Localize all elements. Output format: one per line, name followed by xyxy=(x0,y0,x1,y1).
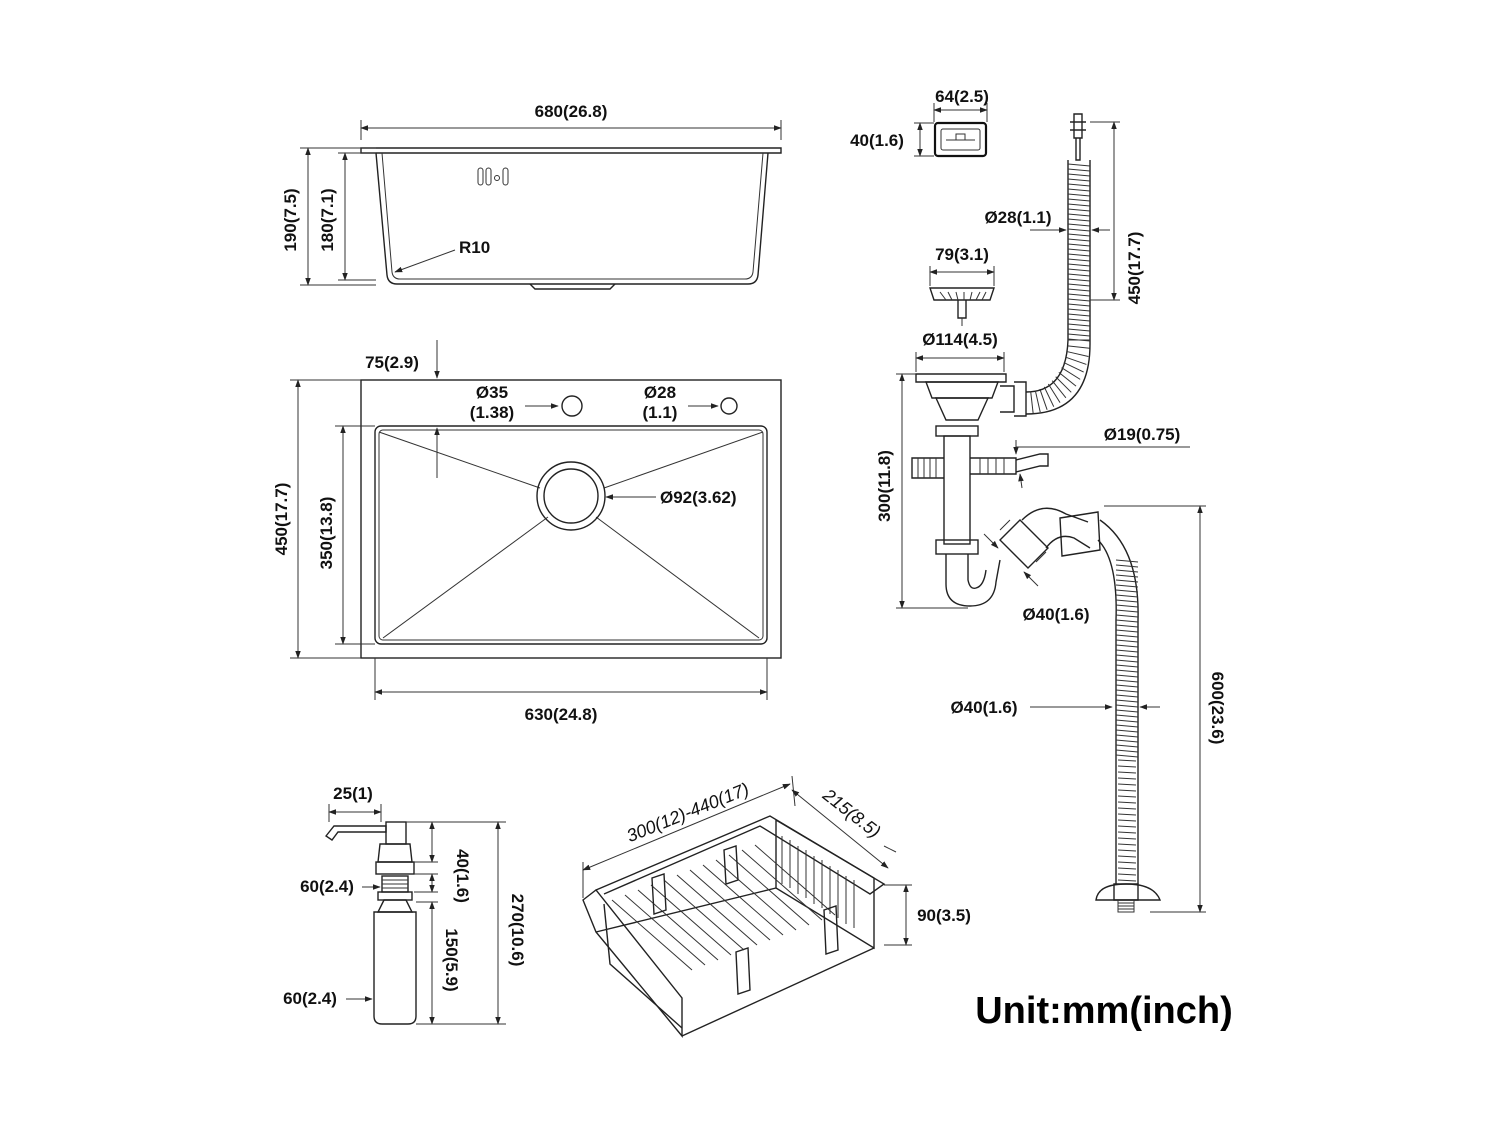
head-height-label: 40(1.6) xyxy=(453,849,472,903)
strainer-dia-label: 79(3.1) xyxy=(935,245,989,264)
side-height-outer-label: 190(7.5) xyxy=(281,188,300,251)
overflow-hose-len-label: 450(17.7) xyxy=(1125,232,1144,305)
depth-inner-label: 350(13.8) xyxy=(317,497,336,570)
trap-dia-label: Ø40(1.6) xyxy=(1022,605,1089,624)
depth-outer-label: 450(17.7) xyxy=(272,483,291,556)
total-height-label: 270(10.6) xyxy=(508,894,527,967)
sink-top-view: Ø35 (1.38) Ø28 (1.1) 75(2.9) Ø92(3.62) 4… xyxy=(272,340,782,724)
cap-height-label: 40(1.6) xyxy=(850,131,904,150)
overflow-hose-dia-label: Ø28(1.1) xyxy=(984,208,1051,227)
side-width-label: 680(26.8) xyxy=(535,102,608,121)
drain-basket: 300(12)-440(17) 215(8.5) 90(3.5) xyxy=(582,775,971,1038)
offset-label: 75(2.9) xyxy=(365,353,419,372)
flange-dia-label: Ø114(4.5) xyxy=(922,330,998,349)
drain-dia-label: Ø92(3.62) xyxy=(660,488,737,507)
drain-assembly: 450(17.7) Ø28(1.1) 79(3.1) Ø114(4.5) xyxy=(875,113,1227,913)
radius-label: R10 xyxy=(459,238,490,257)
hole2-inch-label: (1.1) xyxy=(643,403,678,422)
trap-height-label: 300(11.8) xyxy=(875,450,894,522)
main-drain-hose xyxy=(1097,519,1139,884)
bowl-width-label: 630(24.8) xyxy=(525,705,598,724)
hole1-inch-label: (1.38) xyxy=(470,403,514,422)
cap-width-label: 64(2.5) xyxy=(935,87,989,106)
collar-dia-label: 60(2.4) xyxy=(300,877,354,896)
soap-dispenser: 25(1) 40(1.6) 60(2.4) 150(5.9) 60(2.4) xyxy=(283,784,527,1025)
hole1-dia-label: Ø35 xyxy=(476,383,508,402)
unit-label: Unit:mm(inch) xyxy=(975,990,1233,1032)
overflow-hose xyxy=(1025,160,1091,415)
side-height-inner-label: 180(7.1) xyxy=(318,188,337,251)
bottle-height-label: 150(5.9) xyxy=(442,928,461,991)
basket-width-label: 215(8.5) xyxy=(818,784,884,842)
basket-height-label: 90(3.5) xyxy=(917,906,971,925)
spout-label: 25(1) xyxy=(333,784,373,803)
sink-side-view: 680(26.8) R10 190(7.5) 180(7.1) xyxy=(281,102,782,290)
hole2-dia-label: Ø28 xyxy=(644,383,676,402)
basket-slats xyxy=(611,844,836,971)
side-inlet-dia-label: Ø19(0.75) xyxy=(1104,425,1181,444)
basket-length-label: 300(12)-440(17) xyxy=(624,779,752,846)
overflow-cap: 64(2.5) 40(1.6) xyxy=(850,87,989,158)
hose-dia-label: Ø40(1.6) xyxy=(950,698,1017,717)
hose-len-label: 600(23.6) xyxy=(1208,672,1227,745)
bottle-dia-label: 60(2.4) xyxy=(283,989,337,1008)
